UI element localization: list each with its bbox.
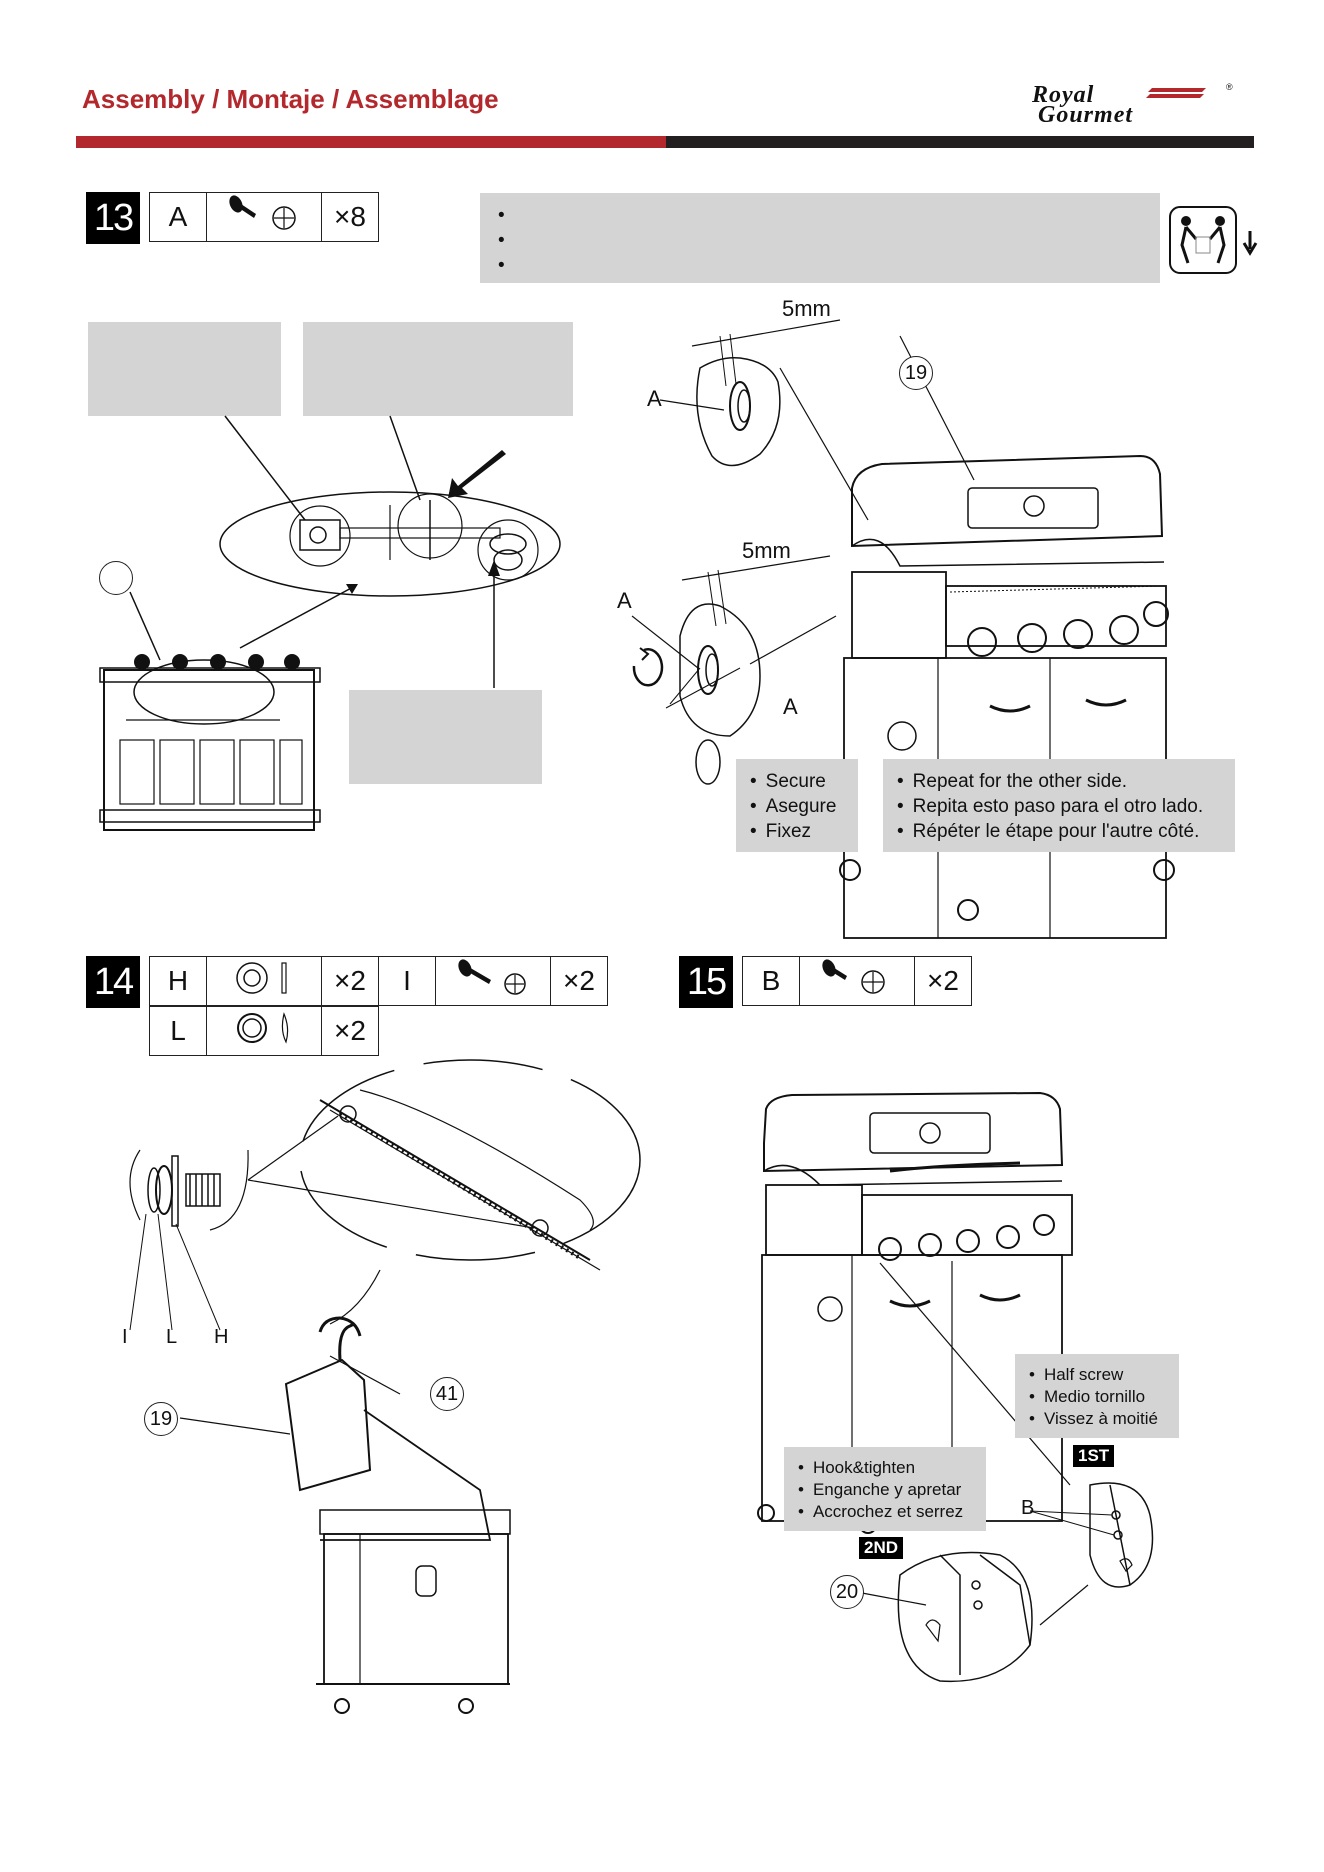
step-14-parts-table-row2: L ×2	[149, 1006, 379, 1056]
instruction-line: Enganche y apretar	[798, 1479, 963, 1501]
part-label-a: A	[647, 386, 662, 411]
instruction-line	[498, 203, 514, 228]
washer-icon	[206, 956, 322, 1006]
lid-handle-diagram	[129, 1059, 641, 1714]
step-15-parts-table: B ×2	[742, 956, 972, 1006]
part-letter: I	[378, 956, 436, 1006]
step-13-instruction-box	[480, 193, 1160, 283]
first-step-tag: 1ST	[1073, 1445, 1115, 1467]
side-shelf-hook-diagram	[757, 1091, 1154, 1683]
instruction-line: Répéter le étape pour l'autre côté.	[897, 819, 1203, 844]
part-label-i: I	[122, 1326, 128, 1348]
logo-text-royal: Royal	[1032, 82, 1095, 108]
part-letter: A	[149, 192, 207, 242]
instruction-line: Hook&tighten	[798, 1457, 963, 1479]
part-letter: B	[742, 956, 800, 1006]
part-qty: ×2	[550, 956, 608, 1006]
secure-instruction-box: Secure Asegure Fixez	[736, 759, 858, 852]
flag-stripes-icon	[1146, 88, 1206, 98]
part-qty: ×2	[321, 956, 379, 1006]
header-bar-red	[76, 136, 666, 148]
part-label-l: L	[166, 1326, 178, 1348]
step-13-number: 13	[86, 192, 140, 244]
step-14-number: 14	[86, 956, 140, 1008]
burner-valve-diagram	[99, 415, 561, 831]
part-letter: L	[149, 1006, 207, 1056]
instruction-line: Accrochez et serrez	[798, 1501, 963, 1523]
instruction-line	[498, 253, 514, 278]
part-label-a: A	[617, 588, 632, 613]
instruction-line: Repita esto paso para el otro lado.	[897, 794, 1203, 819]
header-bar-dark	[666, 136, 1254, 148]
callout-box-left-1	[88, 322, 281, 416]
part-label-h: H	[214, 1326, 229, 1348]
logo-text-gourmet: Gourmet	[1038, 102, 1134, 128]
instruction-line: Vissez à moitié	[1029, 1408, 1158, 1430]
instruction-line: Medio tornillo	[1029, 1386, 1158, 1408]
dimension-label-mid: 5mm	[742, 538, 791, 563]
instruction-line: Repeat for the other side.	[897, 769, 1203, 794]
part-qty: ×8	[321, 192, 379, 242]
part-letter: H	[149, 956, 207, 1006]
step-15-number: 15	[679, 956, 733, 1008]
instruction-line: Asegure	[750, 794, 837, 819]
callout-number-20: 20	[830, 1575, 864, 1609]
callout-number-19: 19	[144, 1402, 178, 1436]
second-step-tag: 2ND	[859, 1537, 904, 1559]
screw-icon	[435, 956, 551, 1006]
registered-mark: ®	[1226, 82, 1233, 92]
callout-number-19: 19	[899, 356, 933, 390]
instruction-line	[498, 228, 514, 253]
callout-number-41: 41	[430, 1377, 464, 1411]
step-13-parts-table: A ×8	[149, 192, 379, 242]
repeat-instruction-box: Repeat for the other side. Repita esto p…	[883, 759, 1235, 852]
step-14-parts-table-row1: H ×2 I ×2	[149, 956, 608, 1006]
callout-box-left-3	[349, 690, 542, 784]
lock-washer-icon	[206, 1006, 322, 1056]
dimension-label-top: 5mm	[782, 296, 831, 321]
part-qty: ×2	[914, 956, 972, 1006]
part-label-b: B	[1021, 1497, 1035, 1519]
screw-icon	[206, 192, 322, 242]
half-screw-instruction-box: Half screw Medio tornillo Vissez à moiti…	[1015, 1354, 1179, 1438]
grill-side-shelf-diagram	[631, 319, 1175, 939]
two-person-lift-icon	[1169, 206, 1258, 274]
screw-icon	[799, 956, 915, 1006]
instruction-line: Half screw	[1029, 1364, 1158, 1386]
empty-callout-circle	[99, 561, 133, 595]
part-qty: ×2	[321, 1006, 379, 1056]
hook-tighten-instruction-box: Hook&tighten Enganche y apretar Accroche…	[784, 1447, 986, 1531]
page-title: Assembly / Montaje / Assemblage	[82, 84, 499, 114]
royal-gourmet-logo: Royal Gourmet ®	[1030, 82, 1240, 128]
callout-box-left-2	[303, 322, 573, 416]
part-label-a: A	[783, 694, 798, 719]
instruction-line: Secure	[750, 769, 836, 794]
instruction-line: Fixez	[750, 819, 836, 844]
